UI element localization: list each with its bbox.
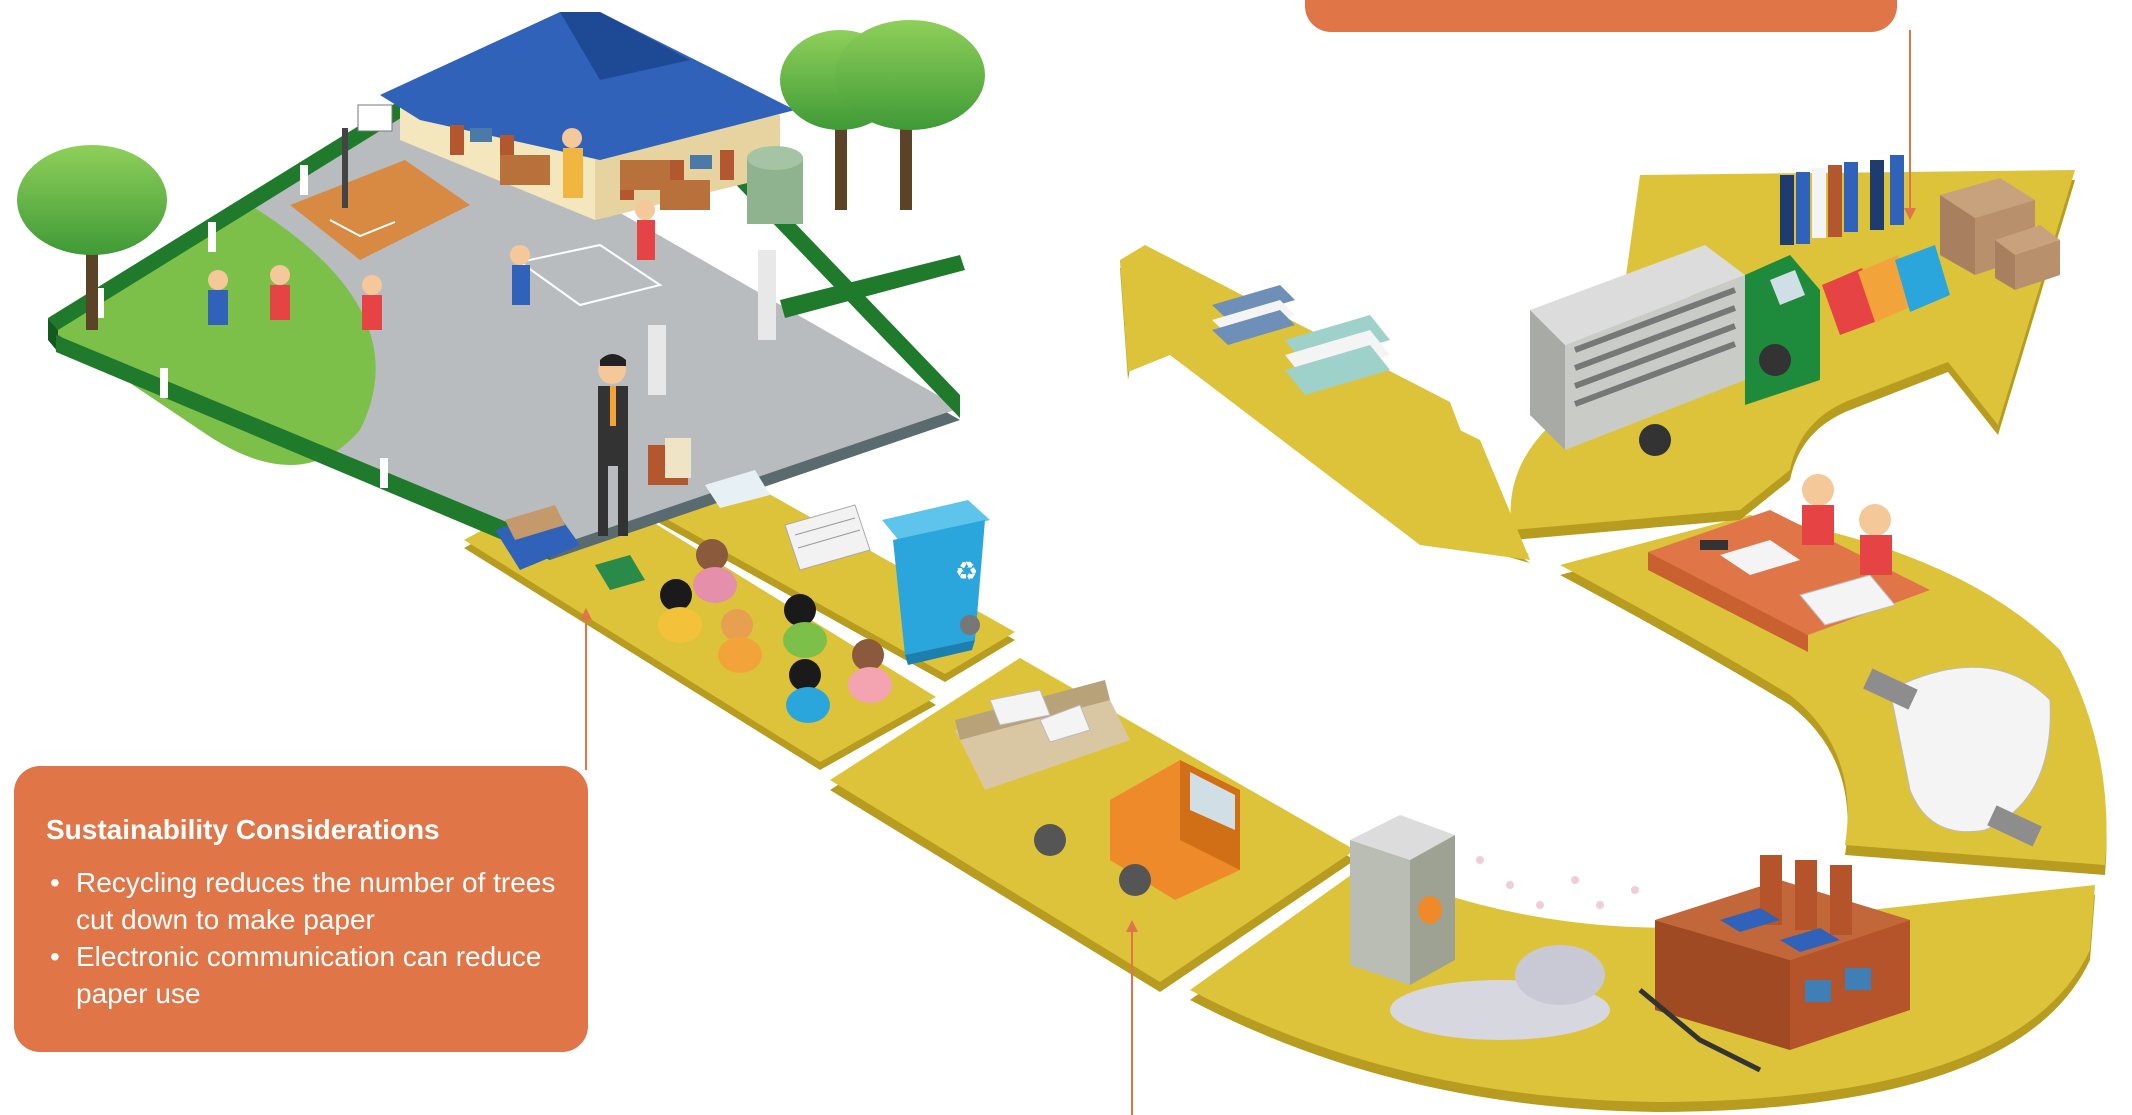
sustainability-callout-title: Sustainability Considerations (46, 814, 440, 845)
hedge-left (48, 88, 430, 330)
children-group-icon (658, 539, 892, 723)
paper-factory-icon (1638, 855, 1910, 1073)
teacher-figure-icon (598, 354, 628, 536)
workers-at-table-icon (1648, 474, 1930, 652)
sustainability-item: • Electronic communication can reduce pa… (46, 938, 568, 1012)
svg-text:♻: ♻ (955, 557, 978, 587)
sustainability-list: • Recycling reduces the number of trees … (46, 864, 568, 1012)
newspaper-stack-icon (784, 504, 871, 571)
delivery-truck-icon (1530, 245, 1820, 456)
school-yard (48, 12, 965, 560)
cardboard-box-icon (1940, 178, 2060, 290)
callout-pointers (580, 30, 1916, 1115)
paper-petals (1476, 856, 1639, 909)
bullet-point: • (50, 941, 60, 972)
basketball-court (290, 160, 470, 260)
callout-top (1305, 0, 1897, 32)
hedge-front (56, 335, 550, 560)
collection-items (495, 438, 871, 590)
gate-post (758, 250, 776, 340)
basket-icon (495, 505, 580, 570)
sustainability-item-text: Electronic communication can reduce pape… (76, 941, 542, 1009)
pointer-arrow-bottom (1126, 920, 1138, 932)
envelopes-icon (705, 470, 770, 508)
path-segment-processing (1190, 865, 2095, 1112)
bullet-point: • (50, 867, 60, 898)
book-stack-icon (595, 555, 645, 590)
tree-icon (835, 20, 985, 210)
collection-truck-icon (955, 680, 1240, 900)
bookshelf-books-icon (1780, 155, 1904, 245)
hopscotch-grid (517, 243, 663, 307)
school-building-icon (380, 12, 795, 220)
pointer-arrow-top (1904, 208, 1916, 220)
book-stack-icon (1285, 315, 1390, 395)
paper-roll-icon (1863, 666, 2051, 847)
recycle-bin-icon: ♻ (882, 500, 990, 665)
sustainability-item: • Recycling reduces the number of trees … (46, 864, 568, 938)
sustainability-item-text: Recycling reduces the number of trees cu… (76, 867, 556, 935)
sustainability-callout: Sustainability Considerations • Recyclin… (14, 766, 588, 1052)
pointer-arrow-left (580, 608, 592, 620)
basketball-hoop-icon (342, 128, 348, 208)
magazines-icon (1822, 245, 1950, 335)
book-stack-icon (1212, 285, 1295, 345)
shredder-machine-icon (1350, 815, 1455, 985)
children-playing-icon (208, 128, 655, 330)
trees (17, 20, 985, 330)
shredded-paper-pile (1390, 945, 1610, 1040)
tree-icon (17, 145, 167, 330)
box-icon (648, 438, 691, 485)
